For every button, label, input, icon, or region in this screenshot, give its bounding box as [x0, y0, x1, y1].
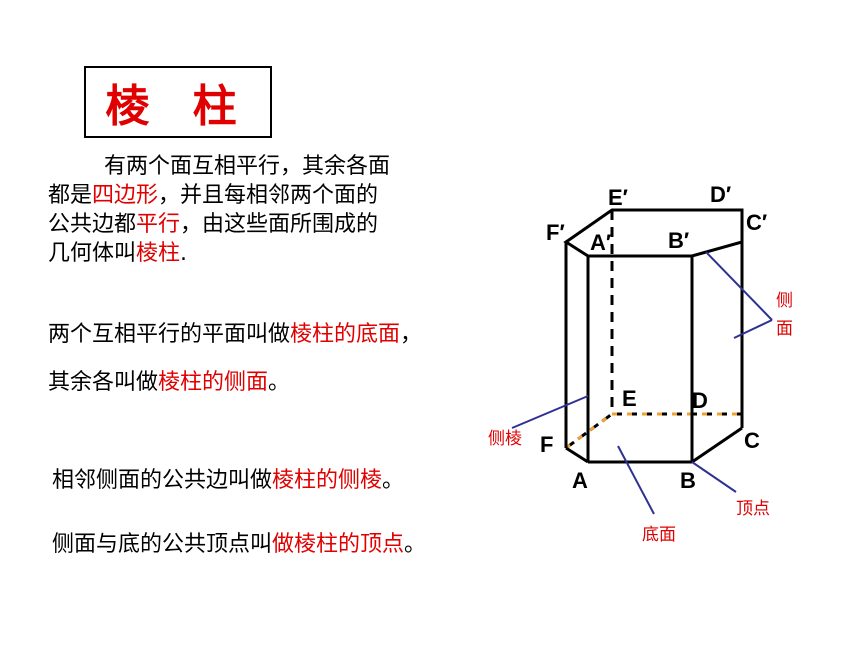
base-definition-post: ， [400, 322, 423, 347]
label-B-prime: B′ [668, 228, 689, 253]
edge-definition-post: 。 [382, 468, 405, 493]
edge-definition: 相邻侧面的公共边叫做棱柱的侧棱。 [52, 466, 404, 495]
definition-line-2-post: ，并且每相邻两个面的 [158, 183, 379, 208]
callout-side-face-1: 侧 [776, 291, 793, 311]
pointer-lateral-edge [511, 395, 589, 429]
pointer-vertex [691, 461, 737, 493]
title-box: 棱 柱 [84, 66, 272, 138]
label-D-prime: D′ [710, 182, 731, 207]
term-side-face: 棱柱的侧面 [158, 370, 269, 395]
definition-line-1: 有两个面互相平行，其余各面 [48, 152, 390, 181]
side-definition-post: 。 [268, 370, 291, 395]
edge-FE-hidden-highlight [565, 412, 613, 450]
base-definition-pre: 两个互相平行的平面叫做 [48, 322, 291, 347]
definition-line-3-post: ，由这些面所围成的 [180, 212, 379, 237]
callout-base: 底面 [642, 525, 676, 545]
label-F: F [540, 432, 553, 457]
term-base: 棱柱的底面 [290, 322, 401, 347]
edge-BC [691, 426, 743, 464]
callout-side-face-2: 面 [776, 319, 793, 339]
term-parallel: 平行 [136, 212, 181, 237]
label-B: B [680, 468, 696, 493]
vertex-definition-pre: 侧面与底的公共顶点叫 [52, 532, 273, 557]
pointer-base [617, 445, 655, 515]
term-quadrilateral: 四边形 [92, 183, 159, 208]
callout-vertex: 顶点 [736, 499, 770, 519]
label-C: C [744, 428, 760, 453]
definition-line-1-text: 有两个面互相平行，其余各面 [104, 154, 391, 179]
term-lateral-edge: 棱柱的侧棱 [272, 468, 383, 493]
edge-definition-pre: 相邻侧面的公共边叫做 [52, 468, 273, 493]
definition-text: 有两个面互相平行，其余各面 都是四边形，并且每相邻两个面的 公共边都平行，由这些… [48, 152, 390, 268]
pointer-side-face-1 [705, 251, 773, 321]
callout-lateral-edge: 侧棱 [488, 429, 522, 449]
definition-line-4: 几何体叫棱柱. [48, 239, 390, 268]
definition-line-3: 公共边都平行，由这些面所围成的 [48, 210, 390, 239]
vertex-definition: 侧面与底的公共顶点叫做棱柱的顶点。 [52, 530, 426, 559]
definition-line-4-pre: 几何体叫 [48, 241, 137, 266]
label-A-prime: A′ [590, 230, 611, 255]
definition-line-4-post: . [180, 241, 188, 266]
term-vertex: 做棱柱的顶点 [272, 532, 405, 557]
side-definition: 其余各叫做棱柱的侧面。 [48, 368, 290, 397]
edge-FA [565, 446, 589, 464]
label-E: E [622, 386, 637, 411]
label-A: A [572, 468, 588, 493]
label-D: D [692, 388, 708, 413]
label-F-prime: F′ [546, 220, 565, 245]
side-definition-pre: 其余各叫做 [48, 370, 159, 395]
definition-line-3-pre: 公共边都 [48, 212, 137, 237]
label-C-prime: C′ [746, 210, 767, 235]
term-prism: 棱柱 [136, 241, 181, 266]
pointer-side-face-2 [733, 319, 773, 339]
vertex-definition-post: 。 [404, 532, 427, 557]
page-title: 棱 柱 [105, 81, 251, 132]
base-definition: 两个互相平行的平面叫做棱柱的底面， [48, 320, 422, 349]
definition-line-2-pre: 都是 [48, 183, 93, 208]
definition-line-2: 都是四边形，并且每相邻两个面的 [48, 181, 390, 210]
label-E-prime: E′ [608, 185, 628, 210]
